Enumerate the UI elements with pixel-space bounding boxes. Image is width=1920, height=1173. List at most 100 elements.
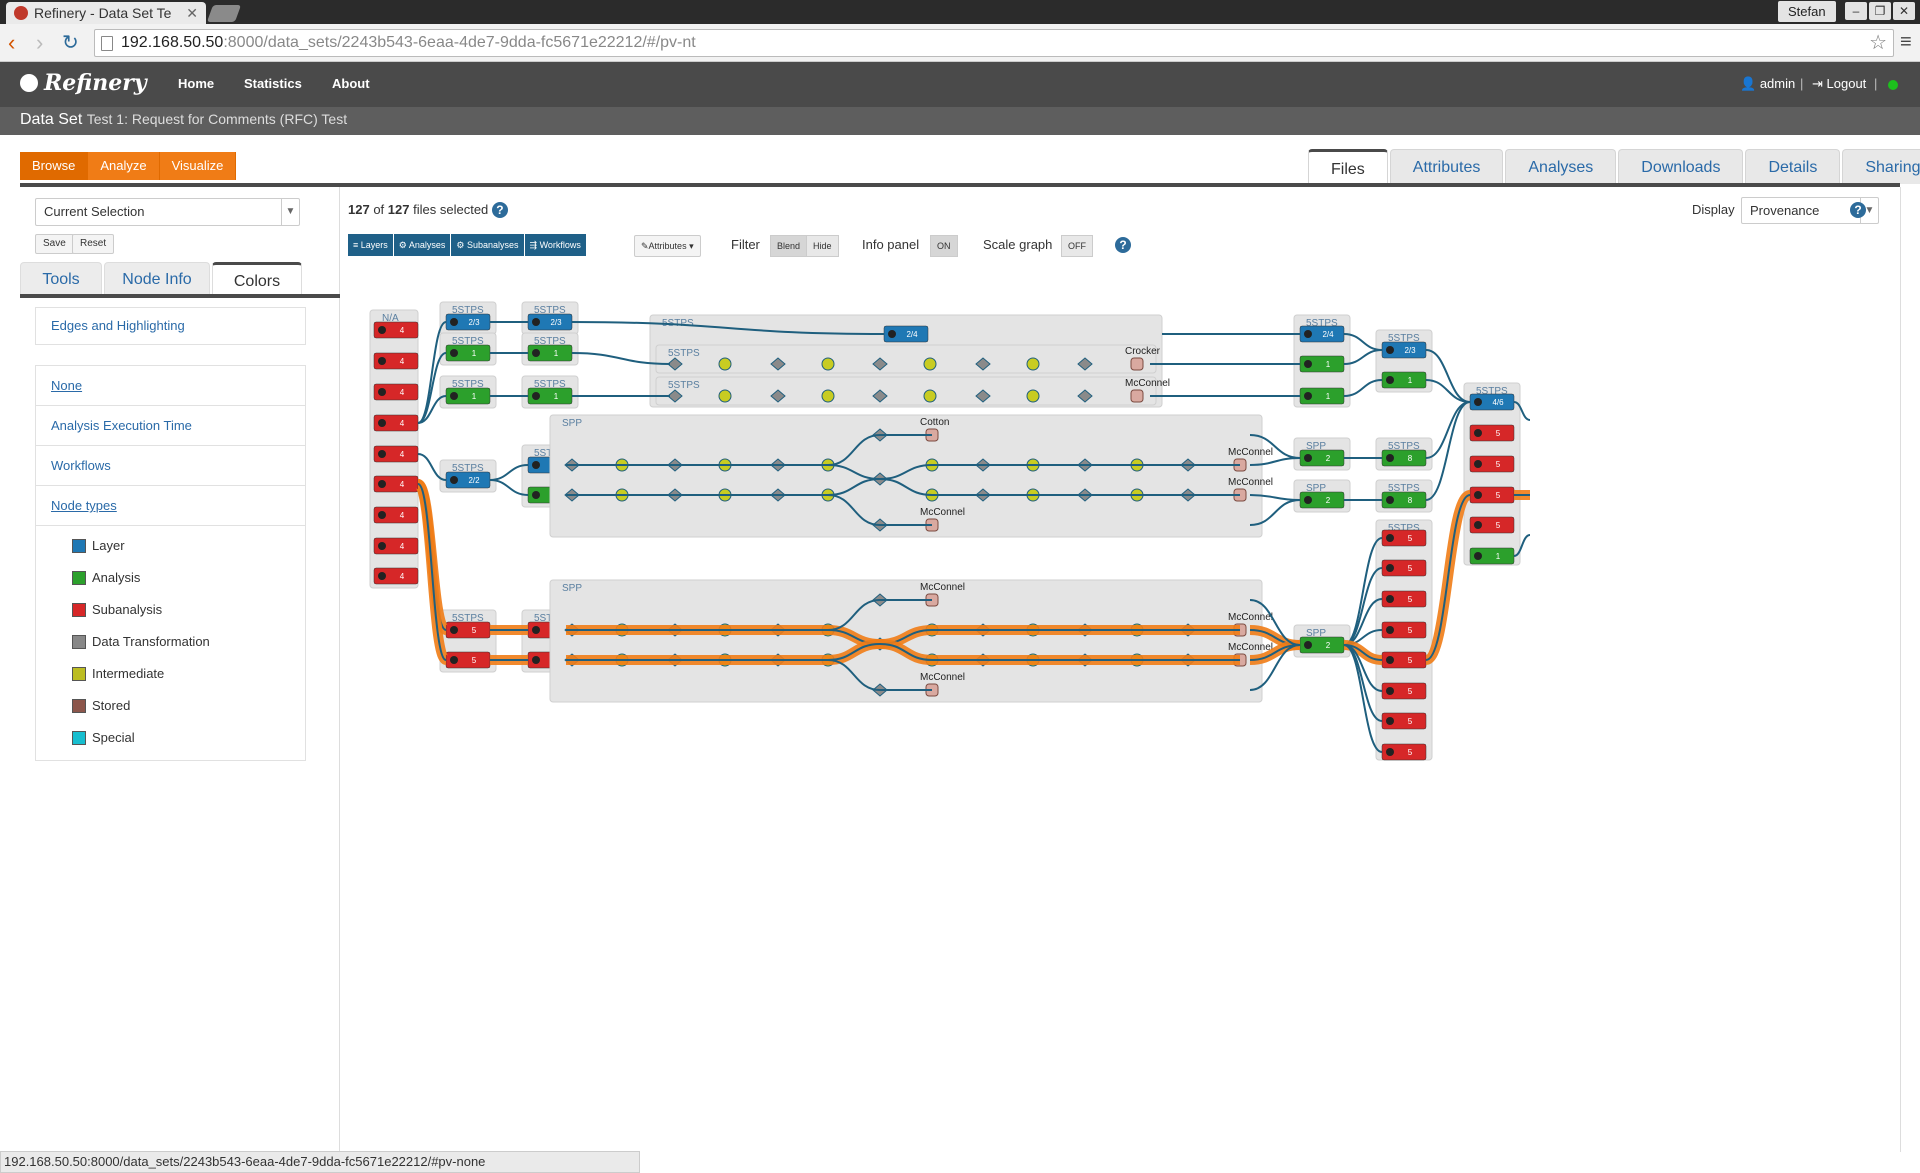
data-transformation-node[interactable]	[872, 357, 888, 371]
subanalysis-node[interactable]	[373, 383, 419, 401]
tab-details[interactable]: Details	[1745, 149, 1841, 184]
graph-group[interactable]	[655, 344, 1157, 374]
data-transformation-node[interactable]	[975, 357, 991, 371]
tab-downloads[interactable]: Downloads	[1618, 149, 1744, 184]
restore-icon[interactable]: ❐	[1869, 2, 1891, 20]
browse-button[interactable]: Browse	[20, 152, 89, 180]
subanalysis-node-badge: 5	[1408, 748, 1413, 757]
data-transformation-node[interactable]	[667, 389, 683, 403]
close-window-icon[interactable]: ✕	[1893, 2, 1915, 20]
edges-highlighting-link[interactable]: Edges and Highlighting	[51, 318, 185, 333]
selection-select[interactable]: Current Selection▼	[35, 198, 300, 226]
data-transformation-node[interactable]	[770, 389, 786, 403]
tab-colors[interactable]: Colors	[212, 262, 302, 297]
display-select[interactable]: Provenance▼	[1741, 197, 1879, 224]
data-transformation-node[interactable]	[872, 389, 888, 403]
attributes-dropdown[interactable]: ✎Attributes ▾	[634, 235, 701, 257]
intermediate-node[interactable]	[718, 389, 732, 403]
tab-attributes[interactable]: Attributes	[1389, 149, 1504, 184]
subanalysis-node[interactable]	[373, 567, 419, 585]
legend-label: Special	[92, 730, 135, 745]
browser-tab-strip: Refinery - Data Set Te ✕ Stefan – ❐ ✕	[0, 0, 1920, 24]
intermediate-node[interactable]	[1026, 357, 1040, 371]
data-transformation-node[interactable]	[1077, 389, 1093, 403]
data-transformation-node[interactable]	[1077, 357, 1093, 371]
nav-about[interactable]: About	[332, 76, 370, 91]
intermediate-node[interactable]	[821, 389, 835, 403]
subanalysis-node-badge: 5	[472, 656, 477, 665]
graph-edge	[1513, 534, 1531, 557]
reload-icon[interactable]: ↻	[62, 32, 79, 54]
save-button[interactable]: Save	[35, 234, 74, 254]
subanalysis-node[interactable]	[1469, 424, 1515, 442]
close-tab-icon[interactable]: ✕	[186, 5, 198, 21]
nav-statistics[interactable]: Statistics	[244, 76, 302, 91]
intermediate-node[interactable]	[718, 357, 732, 371]
subanalysis-node[interactable]	[373, 537, 419, 555]
legend-label: Layer	[92, 538, 125, 553]
browser-user[interactable]: Stefan	[1778, 1, 1836, 22]
layers-toggle[interactable]: ≡ Layers	[348, 234, 393, 256]
subanalysis-node-badge: 5	[1496, 429, 1501, 438]
bookmark-star-icon[interactable]: ☆	[1869, 32, 1887, 54]
url-input[interactable]: 192.168.50.50:8000/data_sets/2243b543-6e…	[94, 29, 1894, 57]
layer-node-icon	[888, 330, 896, 338]
subanalysis-node[interactable]	[373, 321, 419, 339]
color-option-execution-time[interactable]: Analysis Execution Time	[36, 406, 305, 446]
stored-node[interactable]	[1130, 357, 1144, 371]
user-menu[interactable]: 👤 admin	[1740, 76, 1795, 92]
analyses-toggle[interactable]: ⚙ Analyses	[393, 234, 451, 256]
stored-node[interactable]	[1130, 389, 1144, 403]
intermediate-node[interactable]	[923, 357, 937, 371]
workflows-label: Workflows	[539, 240, 581, 250]
browser-menu-icon[interactable]: ≡	[1900, 31, 1912, 53]
back-icon[interactable]: ‹	[8, 30, 16, 55]
analysis-node-icon	[1386, 376, 1394, 384]
browser-tab[interactable]: Refinery - Data Set Te ✕	[6, 2, 206, 24]
subanalysis-node-icon	[1474, 429, 1482, 437]
layer-node-icon	[1304, 330, 1312, 338]
scale-graph-toggle[interactable]: OFF	[1061, 235, 1093, 257]
info-panel-toggle[interactable]: ON	[930, 235, 958, 257]
hide-toggle[interactable]: Hide	[806, 235, 839, 257]
subanalysis-node[interactable]	[1469, 516, 1515, 534]
data-transformation-node[interactable]	[975, 389, 991, 403]
forward-icon[interactable]: ›	[36, 30, 44, 55]
color-option-none[interactable]: None	[36, 366, 305, 406]
layers-label: Layers	[360, 240, 388, 250]
tab-sharing[interactable]: Sharing	[1842, 149, 1920, 184]
subanalysis-node[interactable]	[1469, 455, 1515, 473]
subanalyses-toggle[interactable]: ⚙ Subanalyses	[451, 234, 524, 256]
tab-node-info[interactable]: Node Info	[104, 262, 210, 297]
subanalyses-label: Subanalyses	[466, 240, 519, 250]
workflows-toggle[interactable]: ⇶ Workflows	[524, 234, 586, 256]
intermediate-node[interactable]	[1026, 389, 1040, 403]
toolbar-help-icon[interactable]: ?	[1115, 237, 1131, 253]
graph-group[interactable]	[1463, 382, 1521, 566]
subanalysis-node[interactable]	[373, 352, 419, 370]
brand-logo[interactable]: Refinery	[20, 70, 147, 96]
tab-tools[interactable]: Tools	[20, 262, 102, 297]
blend-toggle[interactable]: Blend	[770, 235, 808, 257]
data-transformation-node[interactable]	[667, 357, 683, 371]
graph-group[interactable]	[655, 376, 1157, 406]
color-option-node-types[interactable]: Node types	[36, 486, 305, 526]
intermediate-node[interactable]	[821, 357, 835, 371]
intermediate-node[interactable]	[923, 389, 937, 403]
nav-home[interactable]: Home	[178, 76, 215, 91]
tab-analyses[interactable]: Analyses	[1505, 149, 1617, 184]
analyze-button[interactable]: Analyze	[88, 152, 160, 180]
tab-files[interactable]: Files	[1308, 149, 1388, 184]
color-option-workflows[interactable]: Workflows	[36, 446, 305, 486]
logout-link[interactable]: ⇥ Logout	[1812, 76, 1866, 92]
minimize-icon[interactable]: –	[1845, 2, 1867, 20]
new-tab-button[interactable]	[206, 5, 242, 22]
subanalysis-node[interactable]	[373, 506, 419, 524]
data-transformation-node[interactable]	[770, 357, 786, 371]
help-icon[interactable]: ?	[491, 202, 508, 218]
graph-group[interactable]	[549, 414, 1263, 538]
visualize-button[interactable]: Visualize	[159, 152, 237, 180]
reset-button[interactable]: Reset	[72, 234, 115, 254]
display-help-icon[interactable]: ?	[1850, 202, 1866, 218]
